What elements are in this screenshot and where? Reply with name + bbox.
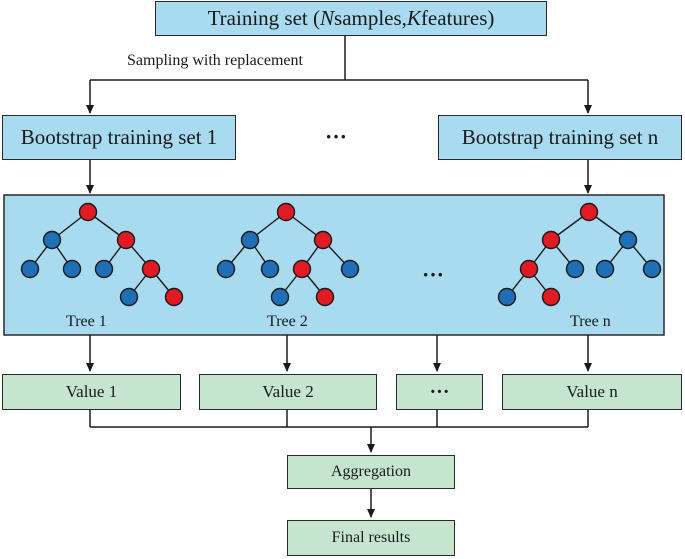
node-blue: [497, 287, 517, 307]
node-blue: [62, 259, 82, 279]
training-set-n: N: [320, 6, 335, 30]
node-red: [276, 202, 296, 222]
sampling-connector: [86, 35, 592, 114]
final-results-label: Final results: [331, 529, 411, 546]
node-red: [579, 202, 599, 222]
final-results-box: Final results: [287, 520, 455, 556]
value-1-box: Value 1: [2, 374, 181, 410]
node-red: [315, 287, 335, 307]
training-set-mid: samples,: [334, 6, 407, 30]
tree-1-graphic: [20, 202, 184, 307]
training-set-suffix: features): [420, 6, 495, 30]
aggregation-label: Aggregation: [331, 463, 411, 480]
value-n-box: Value n: [502, 374, 682, 410]
node-blue: [216, 259, 236, 279]
forest-panel: [3, 194, 665, 336]
node-blue: [595, 259, 615, 279]
aggregation-connector: [89, 410, 589, 518]
node-red: [116, 230, 136, 250]
training-set-prefix: Training set (: [207, 6, 320, 30]
value-2-label: Value 2: [262, 382, 314, 401]
bootstrap-set-1-box: Bootstrap training set 1: [2, 115, 236, 160]
bootstrap-set-n-box: Bootstrap training set n: [438, 115, 682, 160]
tree-n-graphic: [497, 202, 662, 307]
bootstrap-set-1-label: Bootstrap training set 1: [20, 125, 218, 149]
tree-ellipsis: ···: [422, 262, 445, 287]
training-set-box: Training set (N samples, K features): [155, 1, 547, 36]
tree-2-label: Tree 2: [267, 313, 308, 330]
node-blue: [260, 259, 280, 279]
node-blue: [340, 259, 360, 279]
node-red: [313, 230, 333, 250]
sampling-label: Sampling with replacement: [127, 52, 303, 69]
node-blue: [618, 230, 638, 250]
node-blue: [240, 230, 260, 250]
node-red: [292, 259, 312, 279]
node-blue: [642, 259, 662, 279]
node-blue: [565, 259, 585, 279]
node-blue: [20, 259, 40, 279]
tree-to-value-arrows: [86, 335, 592, 372]
value-ellipsis-box: ···: [396, 374, 483, 410]
tree-1-label: Tree 1: [66, 313, 107, 330]
node-red: [164, 287, 184, 307]
bootstrap-arrows: [86, 160, 592, 194]
node-red: [519, 259, 539, 279]
bootstrap-set-n-label: Bootstrap training set n: [461, 125, 659, 149]
bootstrap-ellipsis: ···: [325, 124, 348, 149]
node-blue: [42, 230, 62, 250]
node-blue: [94, 259, 114, 279]
value-2-box: Value 2: [199, 374, 377, 410]
value-n-label: Value n: [566, 382, 618, 401]
node-blue: [270, 287, 290, 307]
tree-n-label: Tree n: [570, 313, 611, 330]
value-1-label: Value 1: [65, 382, 118, 401]
value-ellipsis: ···: [429, 380, 450, 403]
node-red: [141, 259, 161, 279]
node-red: [78, 202, 98, 222]
node-red: [541, 287, 561, 307]
node-red: [541, 230, 561, 250]
tree-2-graphic: [216, 202, 360, 307]
node-blue: [119, 287, 139, 307]
training-set-k: K: [406, 6, 421, 30]
aggregation-box: Aggregation: [287, 455, 455, 489]
